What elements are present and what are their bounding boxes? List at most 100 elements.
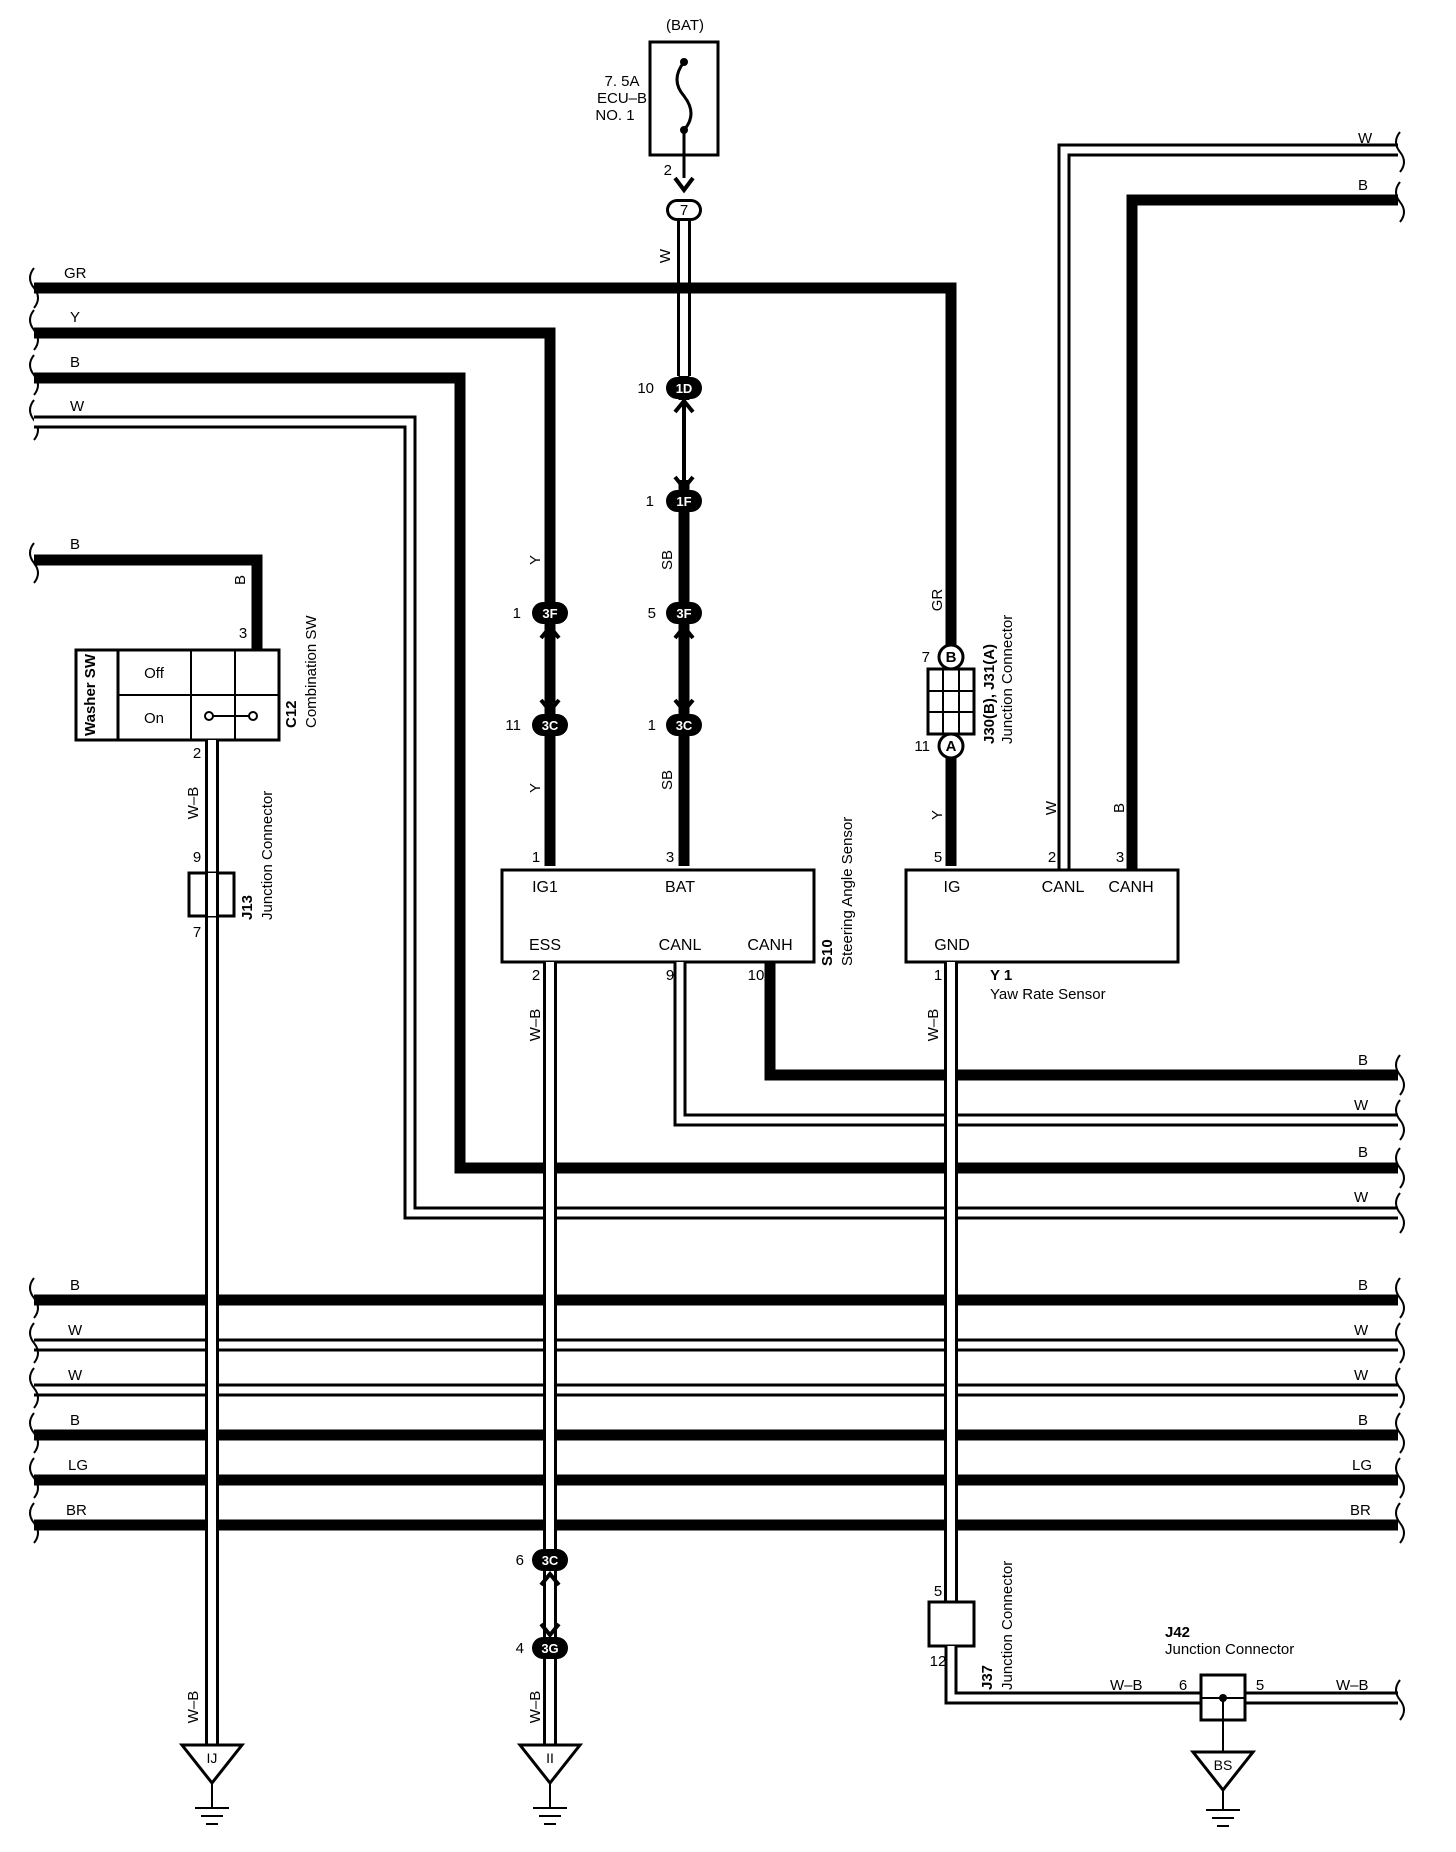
svg-text:W: W (657, 248, 674, 263)
junction-j37: 5 12 J37 Junction Connector (927, 1561, 1405, 1721)
connector-3g: 3G 4 W–B (516, 1622, 568, 1724)
sas-y-path: Y Y (527, 555, 556, 866)
svg-text:J42: J42 (1165, 1624, 1190, 1641)
svg-text:BS: BS (1214, 1757, 1233, 1773)
wire-label-top-w: W (1358, 130, 1373, 147)
svg-text:II: II (546, 1750, 554, 1766)
combination-switch: Washer SW Off On C12 Combination SW 2 (74, 615, 320, 762)
svg-text:Y: Y (929, 810, 946, 820)
svg-text:BR: BR (66, 1502, 87, 1519)
terminal-bat: BAT (665, 879, 695, 896)
svg-text:1: 1 (934, 967, 942, 984)
wire-label-y: Y (70, 309, 80, 326)
svg-text:Steering Angle Sensor: Steering Angle Sensor (839, 817, 856, 966)
svg-text:B: B (1358, 1144, 1368, 1161)
svg-text:2: 2 (1048, 849, 1056, 866)
terminal-canh: CANH (747, 937, 792, 954)
ground-ii: II (516, 1743, 584, 1825)
svg-text:W–B: W–B (527, 1691, 544, 1724)
svg-text:SB: SB (659, 770, 676, 790)
svg-text:W–B: W–B (185, 1691, 202, 1724)
svg-text:IJ: IJ (207, 1750, 218, 1766)
svg-text:1F: 1F (676, 494, 691, 509)
fuse-element (675, 61, 693, 131)
svg-text:Junction Connector: Junction Connector (999, 1561, 1016, 1690)
svg-text:10: 10 (637, 380, 654, 397)
connector-3c-lower: 3C 6 (516, 1549, 568, 1587)
bus-wires: B W W B LG BR B W W B LG BR (29, 1277, 1405, 1544)
combination-sw-feed: B B 3 (29, 536, 263, 650)
top-left-wires: GR Y B W (29, 265, 1398, 1220)
yaw-rate-sensor: 5 2 3 IG CANL CANH GND 1 Y 1 Yaw Rate Se… (904, 849, 1180, 1003)
wire-w-fuse: W (657, 221, 691, 376)
svg-text:B: B (1358, 1412, 1368, 1429)
svg-text:B: B (1111, 803, 1128, 813)
j13-name: Junction Connector (259, 791, 276, 920)
terminal-yaw-canh: CANH (1108, 879, 1153, 896)
svg-text:4: 4 (516, 1640, 524, 1657)
svg-text:J13: J13 (239, 895, 256, 920)
svg-text:Junction Connector: Junction Connector (999, 615, 1016, 744)
svg-text:A: A (946, 738, 957, 755)
sas-output-wires: W–B (527, 962, 1398, 1127)
steering-angle-sensor: 1 3 IG1 BAT ESS CANL CANH S10 Steering A… (500, 817, 856, 984)
svg-text:10: 10 (748, 967, 765, 984)
svg-text:Y: Y (527, 783, 544, 793)
svg-text:3C: 3C (676, 718, 693, 733)
svg-text:1: 1 (532, 849, 540, 866)
ground-bs: BS (1189, 1750, 1257, 1827)
svg-text:11: 11 (914, 738, 930, 755)
svg-text:B: B (70, 1412, 80, 1429)
svg-text:2: 2 (532, 967, 540, 984)
c12-code: C12 (283, 700, 300, 728)
svg-text:S10: S10 (819, 939, 836, 966)
svg-text:7: 7 (922, 649, 930, 666)
svg-text:W: W (68, 1367, 83, 1384)
svg-text:7: 7 (680, 202, 688, 219)
fuse-number: NO. 1 (595, 107, 634, 124)
svg-text:3: 3 (239, 625, 247, 642)
svg-text:1: 1 (648, 717, 656, 734)
svg-text:B: B (232, 575, 249, 585)
svg-text:B: B (1358, 1277, 1368, 1294)
switch-off-label: Off (144, 665, 165, 682)
svg-text:W: W (1354, 1097, 1369, 1114)
svg-text:1: 1 (513, 605, 521, 622)
svg-text:GR: GR (929, 589, 946, 612)
svg-text:W: W (1354, 1189, 1369, 1206)
svg-text:Yaw Rate Sensor: Yaw Rate Sensor (990, 986, 1106, 1003)
wb-crossings (205, 1290, 958, 1535)
svg-text:5: 5 (648, 605, 656, 622)
svg-text:12: 12 (930, 1653, 947, 1670)
svg-text:11: 11 (505, 717, 521, 734)
svg-text:W–B: W–B (1336, 1677, 1369, 1694)
right-mid-wires: B W B W (1354, 1052, 1405, 1234)
svg-text:W: W (1354, 1367, 1369, 1384)
terminal-canl: CANL (659, 937, 702, 954)
svg-text:3C: 3C (542, 1553, 559, 1568)
svg-text:W: W (68, 1322, 83, 1339)
terminal-ess: ESS (529, 937, 561, 954)
svg-text:W: W (1043, 800, 1060, 815)
svg-text:3G: 3G (541, 1641, 558, 1656)
washer-sw-label: Washer SW (82, 653, 99, 736)
svg-text:3F: 3F (676, 606, 691, 621)
fuse-ecu-b: (BAT) 7. 5A ECU–B NO. 1 2 7 (595, 17, 720, 221)
svg-text:3F: 3F (542, 606, 557, 621)
svg-text:6: 6 (516, 1552, 524, 1569)
svg-text:W: W (1354, 1322, 1369, 1339)
svg-text:J30(B), J31(A): J30(B), J31(A) (981, 644, 998, 744)
svg-text:2: 2 (193, 745, 201, 762)
svg-text:6: 6 (1179, 1677, 1187, 1694)
terminal-ig1: IG1 (532, 879, 558, 896)
svg-text:1: 1 (646, 493, 654, 510)
svg-text:B: B (70, 1277, 80, 1294)
terminal-ig: IG (944, 879, 961, 896)
svg-text:5: 5 (934, 849, 942, 866)
svg-text:2: 2 (664, 162, 672, 179)
connector-1d: 1D 10 (637, 377, 702, 414)
svg-text:1D: 1D (676, 381, 693, 396)
svg-text:3: 3 (666, 849, 674, 866)
svg-text:3C: 3C (542, 718, 559, 733)
wire-label-top-b: B (1358, 177, 1368, 194)
